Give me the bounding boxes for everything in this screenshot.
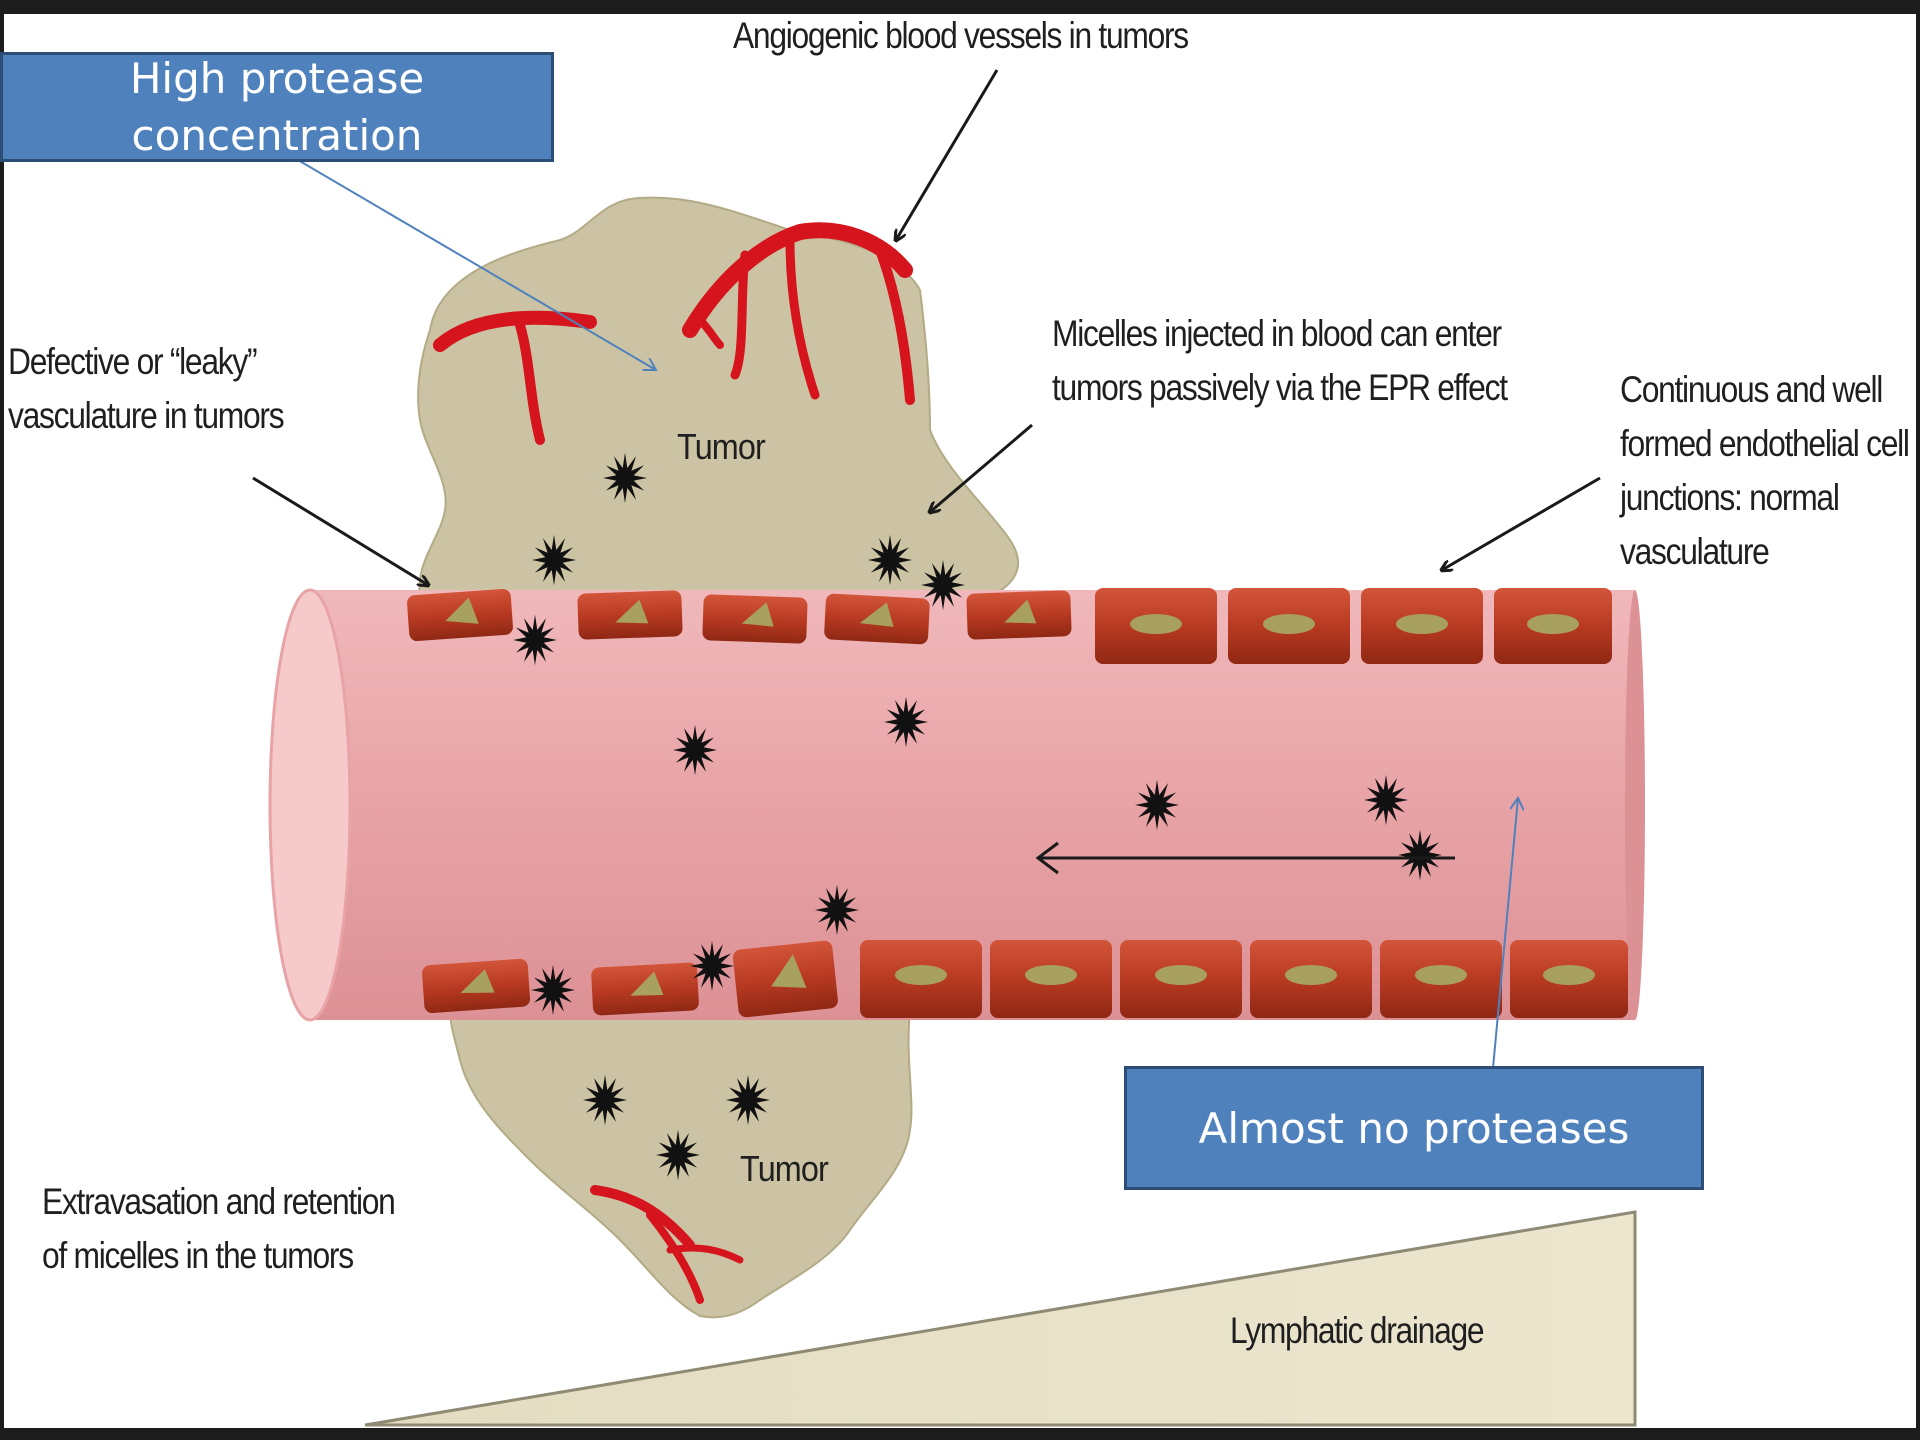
label-continuous-line4: vasculature [1620, 524, 1769, 579]
callout-no-protease: Almost no proteases [1124, 1066, 1704, 1190]
label-tumor-top: Tumor [677, 426, 765, 468]
label-extravasation-line1: Extravasation and retention [42, 1174, 395, 1229]
label-continuous-line3: junctions: normal [1620, 470, 1839, 525]
label-leaky-line1: Defective or “leaky” [8, 334, 256, 389]
label-micelles-line1: Micelles injected in blood can enter [1052, 306, 1501, 361]
label-angiogenic: Angiogenic blood vessels in tumors [733, 8, 1188, 63]
label-tumor-bottom: Tumor [740, 1148, 828, 1190]
label-continuous-line2: formed endothelial cell [1620, 416, 1909, 471]
label-lymphatic-drainage: Lymphatic drainage [1230, 1310, 1483, 1352]
callout-high-protease: High protease concentration [0, 52, 554, 162]
label-micelles-line2: tumors passively via the EPR effect [1052, 360, 1507, 415]
label-leaky-line2: vasculature in tumors [8, 388, 283, 443]
label-extravasation-line2: of micelles in the tumors [42, 1228, 353, 1283]
label-continuous-line1: Continuous and well [1620, 362, 1882, 417]
